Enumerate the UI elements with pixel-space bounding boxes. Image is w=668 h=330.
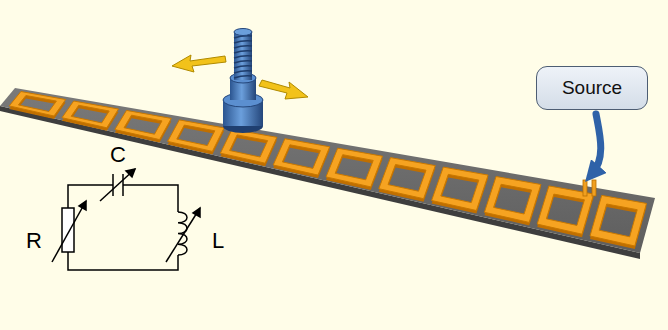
resonator-ring xyxy=(432,167,489,210)
component-label: R xyxy=(26,230,42,252)
circuit-wire xyxy=(68,185,178,270)
ring-chain xyxy=(9,92,646,250)
feed-pins xyxy=(583,180,596,196)
screw-thread xyxy=(234,36,252,38)
resonator-ring xyxy=(273,139,330,175)
resistor-symbol xyxy=(52,201,86,262)
substrate-strip xyxy=(0,88,655,253)
node-label: Source xyxy=(562,77,622,99)
screw-thread xyxy=(234,61,252,63)
screw-thread xyxy=(234,71,252,73)
screw-thread xyxy=(234,41,252,43)
tuning-screw xyxy=(223,29,263,134)
inductor-symbol xyxy=(166,208,200,262)
component-label: C xyxy=(110,144,126,166)
component-label: L xyxy=(212,230,224,252)
capacitor-symbol xyxy=(100,169,135,201)
resonator-ring xyxy=(168,120,225,151)
resonator-ring xyxy=(9,92,65,117)
resonator-ring xyxy=(115,110,172,139)
resonator-ring xyxy=(379,158,436,199)
screw-thread xyxy=(234,66,252,68)
resonator-ring xyxy=(484,177,541,223)
resonator-ring xyxy=(62,101,119,128)
rlc-circuit xyxy=(52,169,200,270)
screw-thread xyxy=(234,76,252,78)
resonator-ring xyxy=(590,195,647,246)
feed-arrow xyxy=(592,114,601,174)
resonator-ring xyxy=(220,129,277,163)
coil-winding xyxy=(178,212,187,255)
screw-thread xyxy=(234,46,252,48)
screw-thread xyxy=(234,51,252,53)
motion-arrows xyxy=(172,55,308,99)
source-box: Source xyxy=(536,66,648,110)
resonator-ring xyxy=(326,148,383,187)
screw-thread xyxy=(234,56,252,58)
